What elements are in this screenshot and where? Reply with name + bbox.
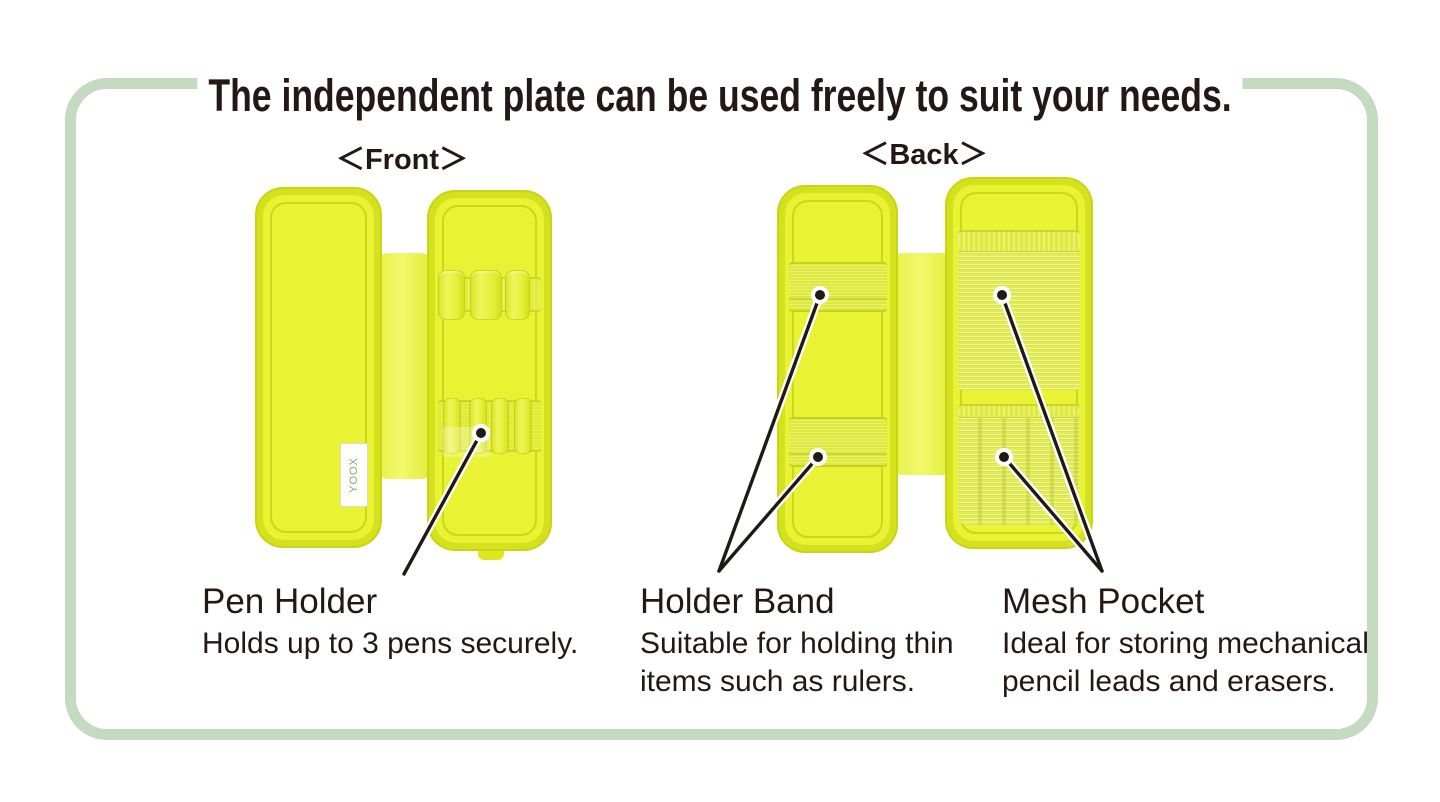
brand-tag-text: YOOX [348, 457, 361, 493]
pen-loop-ridge [491, 398, 509, 454]
back-plate-right-panel [945, 177, 1093, 549]
front-right-panel-stitch [442, 205, 537, 536]
holder-band-lower [789, 417, 887, 467]
front-plate-spine [378, 253, 431, 479]
holder-band-description-line2: items such as rulers. [640, 665, 916, 698]
pen-holder-annotation: Pen Holder Holds up to 3 pens securely. [202, 581, 578, 663]
front-plate-left-panel: YOOX [255, 187, 382, 548]
front-left-panel-stitch [270, 202, 367, 533]
holder-band-annotation: Holder Band Suitable for holding thin it… [640, 581, 954, 701]
mesh-pocket-elastic [958, 404, 1080, 419]
pen-loop [438, 270, 465, 320]
mesh-top-elastic [958, 230, 1080, 253]
page-title: The independent plate can be used freely… [197, 68, 1243, 125]
back-left-panel-stitch [792, 200, 883, 538]
back-plate-left-panel [777, 185, 898, 553]
pen-loop-ridge [514, 398, 532, 454]
pen-holder-highlight [443, 427, 490, 457]
holder-band-description-line1: Suitable for holding thin [640, 627, 954, 660]
mesh-pocket-description-line1: Ideal for storing mechanical [1002, 627, 1369, 660]
mesh-pocket-description-line2: pencil leads and erasers. [1002, 665, 1336, 698]
mesh-pocket-small [958, 418, 1080, 525]
pen-loop [470, 270, 502, 320]
back-view-label: ＜Back＞ [860, 139, 988, 171]
mesh-pocket-heading: Mesh Pocket [1002, 582, 1205, 621]
holder-band-heading: Holder Band [640, 582, 835, 621]
mesh-pocket-annotation: Mesh Pocket Ideal for storing mechanical… [1002, 581, 1369, 701]
front-view-label: ＜Front＞ [335, 144, 469, 176]
front-plate-right-panel [427, 190, 552, 551]
pen-holder-heading: Pen Holder [202, 582, 378, 621]
brand-tag: YOOX [340, 443, 368, 507]
holder-band-upper [789, 262, 887, 312]
pen-loop [505, 270, 530, 320]
back-plate-spine [893, 253, 953, 475]
mesh-panel-large [958, 252, 1080, 390]
pen-holder-description: Holds up to 3 pens securely. [202, 627, 579, 660]
